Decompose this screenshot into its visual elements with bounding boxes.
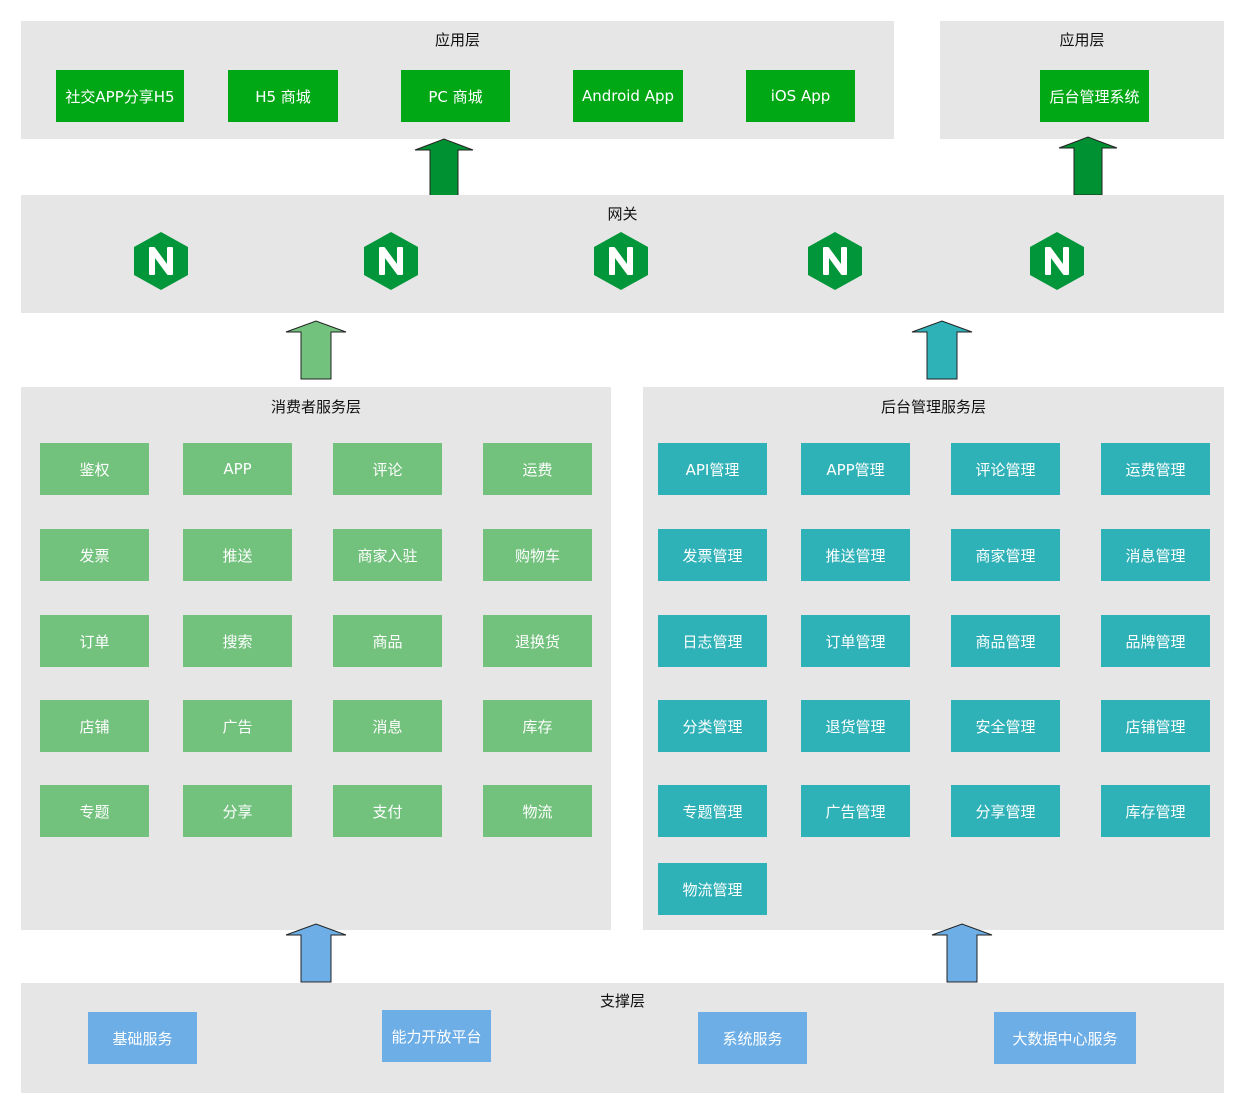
admin-service-box-5: 发票管理 <box>658 529 767 581</box>
consumer-service-box-7: 商家入驻 <box>333 529 442 581</box>
app-layer-right-title: 应用层 <box>1059 31 1105 49</box>
up-arrow-icon <box>1058 136 1118 196</box>
admin-service-box-20: 库存管理 <box>1101 785 1210 837</box>
admin-service-box-7: 商家管理 <box>951 529 1060 581</box>
consumer-service-box-11: 商品 <box>333 615 442 667</box>
app-box-admin-system: 后台管理系统 <box>1040 70 1149 122</box>
support-box-basic-service: 基础服务 <box>88 1012 197 1064</box>
consumer-service-box-14: 广告 <box>183 700 292 752</box>
consumer-service-box-8: 购物车 <box>483 529 592 581</box>
admin-service-box-13: 分类管理 <box>658 700 767 752</box>
consumer-service-box-9: 订单 <box>40 615 149 667</box>
consumer-service-box-5: 发票 <box>40 529 149 581</box>
admin-service-box-17: 专题管理 <box>658 785 767 837</box>
admin-service-box-1: API管理 <box>658 443 767 495</box>
admin-service-box-6: 推送管理 <box>801 529 910 581</box>
up-arrow-icon <box>285 923 347 983</box>
admin-service-box-18: 广告管理 <box>801 785 910 837</box>
support-layer-title: 支撑层 <box>599 992 645 1010</box>
app-box-pc-mall: PC 商城 <box>401 70 510 122</box>
app-box-social-h5: 社交APP分享H5 <box>56 70 184 122</box>
up-arrow-icon <box>931 923 993 983</box>
up-arrow-icon <box>911 320 973 380</box>
admin-service-box-21: 物流管理 <box>658 863 767 915</box>
consumer-service-box-12: 退换货 <box>483 615 592 667</box>
consumer-service-box-18: 分享 <box>183 785 292 837</box>
app-layer-left-title: 应用层 <box>434 31 480 49</box>
up-arrow-icon <box>414 138 474 198</box>
consumer-service-box-3: 评论 <box>333 443 442 495</box>
up-arrow-icon <box>285 320 347 380</box>
support-box-big-data-center: 大数据中心服务 <box>994 1012 1136 1064</box>
gateway-title: 网关 <box>607 205 638 223</box>
consumer-service-box-10: 搜索 <box>183 615 292 667</box>
consumer-service-box-1: 鉴权 <box>40 443 149 495</box>
admin-service-box-10: 订单管理 <box>801 615 910 667</box>
consumer-service-box-13: 店铺 <box>40 700 149 752</box>
admin-service-box-19: 分享管理 <box>951 785 1060 837</box>
nginx-icon <box>594 232 648 290</box>
admin-service-box-2: APP管理 <box>801 443 910 495</box>
nginx-icon <box>364 232 418 290</box>
support-box-system-service: 系统服务 <box>698 1012 807 1064</box>
support-box-open-platform: 能力开放平台 <box>382 1010 491 1062</box>
app-box-ios: iOS App <box>746 70 855 122</box>
admin-service-box-8: 消息管理 <box>1101 529 1210 581</box>
consumer-service-box-2: APP <box>183 443 292 495</box>
app-box-android: Android App <box>573 70 683 122</box>
consumer-service-box-17: 专题 <box>40 785 149 837</box>
admin-service-box-15: 安全管理 <box>951 700 1060 752</box>
consumer-service-box-20: 物流 <box>483 785 592 837</box>
admin-service-box-14: 退货管理 <box>801 700 910 752</box>
consumer-service-box-15: 消息 <box>333 700 442 752</box>
consumer-service-box-6: 推送 <box>183 529 292 581</box>
admin-service-box-4: 运费管理 <box>1101 443 1210 495</box>
admin-service-box-11: 商品管理 <box>951 615 1060 667</box>
app-box-h5-mall: H5 商城 <box>228 70 338 122</box>
consumer-service-box-4: 运费 <box>483 443 592 495</box>
consumer-layer-title: 消费者服务层 <box>270 398 361 416</box>
nginx-icon <box>1030 232 1084 290</box>
admin-service-box-12: 品牌管理 <box>1101 615 1210 667</box>
admin-service-box-9: 日志管理 <box>658 615 767 667</box>
admin-service-box-16: 店铺管理 <box>1101 700 1210 752</box>
consumer-service-box-19: 支付 <box>333 785 442 837</box>
nginx-icon <box>134 232 188 290</box>
consumer-service-box-16: 库存 <box>483 700 592 752</box>
admin-service-box-3: 评论管理 <box>951 443 1060 495</box>
admin-layer-title: 后台管理服务层 <box>880 398 986 416</box>
nginx-icon <box>808 232 862 290</box>
